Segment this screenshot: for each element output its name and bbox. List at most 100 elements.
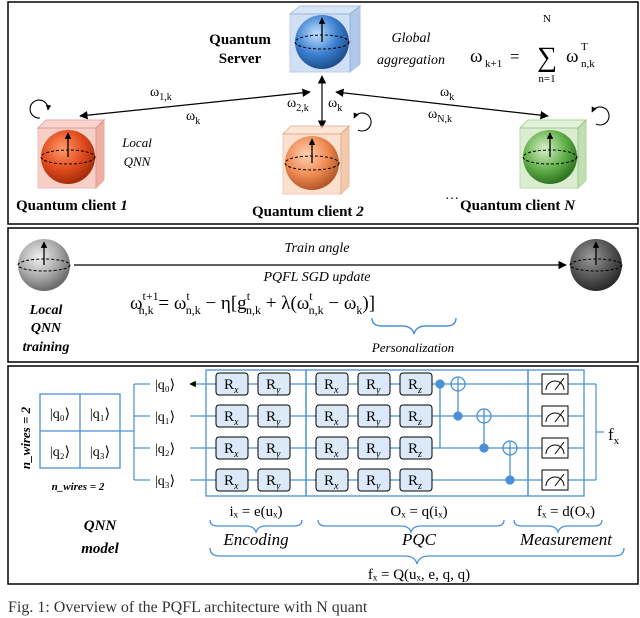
wire-label-q3: |q₃⟩ <box>155 474 175 489</box>
link-mid-down-label: ωk <box>328 96 342 114</box>
svg-text:Ry: Ry <box>266 409 281 428</box>
svg-text:∑: ∑ <box>537 42 557 73</box>
svg-text:ω: ω <box>470 46 483 67</box>
server-label-line2: Server <box>219 51 262 67</box>
pqc-gate-row1: Rx Ry Rz <box>315 404 433 428</box>
clientN-label: Quantum client N <box>460 198 576 214</box>
link-right-down-label: ωN,k <box>428 107 452 125</box>
global-aggregation-line2: aggregation <box>377 53 445 68</box>
svg-text:Rx: Rx <box>324 473 339 492</box>
output-label: fx <box>608 425 620 447</box>
meter-icon <box>541 469 569 491</box>
measurement-section <box>527 369 585 497</box>
enc-gate-row0: Rx Ry <box>215 372 291 396</box>
grid-q3: |q₃⟩ <box>90 445 110 460</box>
grid-q2: |q₂⟩ <box>50 445 70 460</box>
svg-text:k+1: k+1 <box>485 58 502 70</box>
n-wires-bottom-label: n_wires = 2 <box>52 481 105 493</box>
enc-gate-row1: Rx Ry <box>215 404 291 428</box>
svg-text:T: T <box>581 41 588 53</box>
encoding-gates: Rx Ry Rx Ry Rx Ry Rx Ry <box>215 372 291 492</box>
link-left-down-label: ωk <box>186 109 200 127</box>
end-sphere-icon <box>569 239 623 291</box>
svg-text:Rz: Rz <box>408 473 422 492</box>
pqc-gate-row0: Rx Ry Rz <box>315 372 433 396</box>
svg-text:N: N <box>543 13 551 25</box>
pqc-label: PQC <box>401 530 437 549</box>
encoding-label: Encoding <box>222 530 288 549</box>
panel-federated-overview <box>7 1 639 225</box>
wire-label-q1: |q₁⟩ <box>155 410 175 425</box>
meter-icon <box>541 405 569 427</box>
svg-text:Ry: Ry <box>366 473 381 492</box>
svg-text:=: = <box>510 47 520 66</box>
svg-text:Ry: Ry <box>366 441 381 460</box>
measurement-meters <box>541 373 569 491</box>
enc-gate-row2: Rx Ry <box>215 436 291 460</box>
panel-qnn-model <box>7 365 639 585</box>
svg-text:Ry: Ry <box>366 409 381 428</box>
svg-text:Rx: Rx <box>224 409 239 428</box>
meter-icon <box>541 437 569 459</box>
qnn-model-line2: model <box>81 541 119 557</box>
quantum-server-icon <box>288 4 362 74</box>
panel-local-training <box>7 227 639 363</box>
wire-fanout <box>120 383 150 481</box>
client2-icon <box>281 112 372 196</box>
grid-q1: |q₁⟩ <box>90 407 110 422</box>
clientN-icon <box>518 106 610 190</box>
encoding-formula: iₓ = e(uₓ) <box>230 504 283 520</box>
link-server-client1 <box>79 88 311 120</box>
cnot-gates <box>435 376 518 485</box>
link-right-up-label: ωk <box>440 85 454 103</box>
local-training-line3: training <box>23 340 70 355</box>
meter-icon <box>541 373 569 395</box>
svg-text:Rz: Rz <box>408 377 422 396</box>
pqc-gate-row3: Rx Ry Rz <box>315 468 433 492</box>
link-server-clientN <box>335 88 549 120</box>
grid-q0: |q₀⟩ <box>50 407 70 422</box>
svg-text:Ry: Ry <box>266 473 281 492</box>
svg-text:Rz: Rz <box>408 409 422 428</box>
client2-label: Quantum client 2 <box>252 204 364 220</box>
svg-text:Rx: Rx <box>224 441 239 460</box>
train-angle-label: Train angle <box>285 241 350 256</box>
svg-text:Ry: Ry <box>266 441 281 460</box>
sgd-update-label: PQFL SGD update <box>262 270 370 285</box>
svg-text:n=1: n=1 <box>538 73 555 85</box>
output-bracket <box>584 383 604 481</box>
svg-text:Rx: Rx <box>224 473 239 492</box>
qnn-composition-formula: fₓ = Q(uₓ, e, q, q) <box>368 567 470 583</box>
pqc-gate-row2: Rx Ry Rz <box>315 436 433 460</box>
local-training-line1: Local <box>29 303 63 318</box>
pqc-gates: Rx Ry Rz Rx Ry Rz Rx Ry Rz Rx Ry <box>315 372 433 492</box>
local-qnn-line1: Local <box>121 135 152 150</box>
svg-text:Rx: Rx <box>324 377 339 396</box>
svg-text:Rz: Rz <box>408 441 422 460</box>
svg-text:Rx: Rx <box>224 377 239 396</box>
clients-ellipsis: ··· <box>445 192 459 207</box>
link-left-up-label: ω1,k <box>150 85 172 103</box>
measurement-label: Measurement <box>519 530 613 549</box>
svg-text:Ry: Ry <box>266 377 281 396</box>
qnn-model-line1: QNN <box>84 518 118 534</box>
measurement-formula: fₓ = d(Oₓ) <box>537 504 595 520</box>
svg-text:Rx: Rx <box>324 441 339 460</box>
qubit-grid: |q₀⟩ |q₁⟩ |q₂⟩ |q₃⟩ <box>39 393 121 469</box>
personalization-label: Personalization <box>371 340 454 355</box>
svg-text:ω: ω <box>566 46 579 67</box>
start-sphere-icon <box>17 239 71 291</box>
svg-text:Rx: Rx <box>324 409 339 428</box>
quantum-wires <box>189 380 584 481</box>
figure-caption: Fig. 1: Overview of the PQFL architectur… <box>8 599 368 616</box>
aggregation-formula: ω k+1 = N ∑ n=1 ω T n,k <box>470 13 595 85</box>
client1-label: Quantum client 1 <box>16 198 128 214</box>
svg-text:Ry: Ry <box>366 377 381 396</box>
section-braces <box>209 519 625 565</box>
link-mid-up-label: ω2,k <box>287 96 309 114</box>
n-wires-side-label: n_wires = 2 <box>18 406 33 469</box>
wire-label-q2: |q₂⟩ <box>155 442 175 457</box>
pqc-formula: Oₓ = q(iₓ) <box>390 504 447 520</box>
client1-icon <box>29 99 106 190</box>
